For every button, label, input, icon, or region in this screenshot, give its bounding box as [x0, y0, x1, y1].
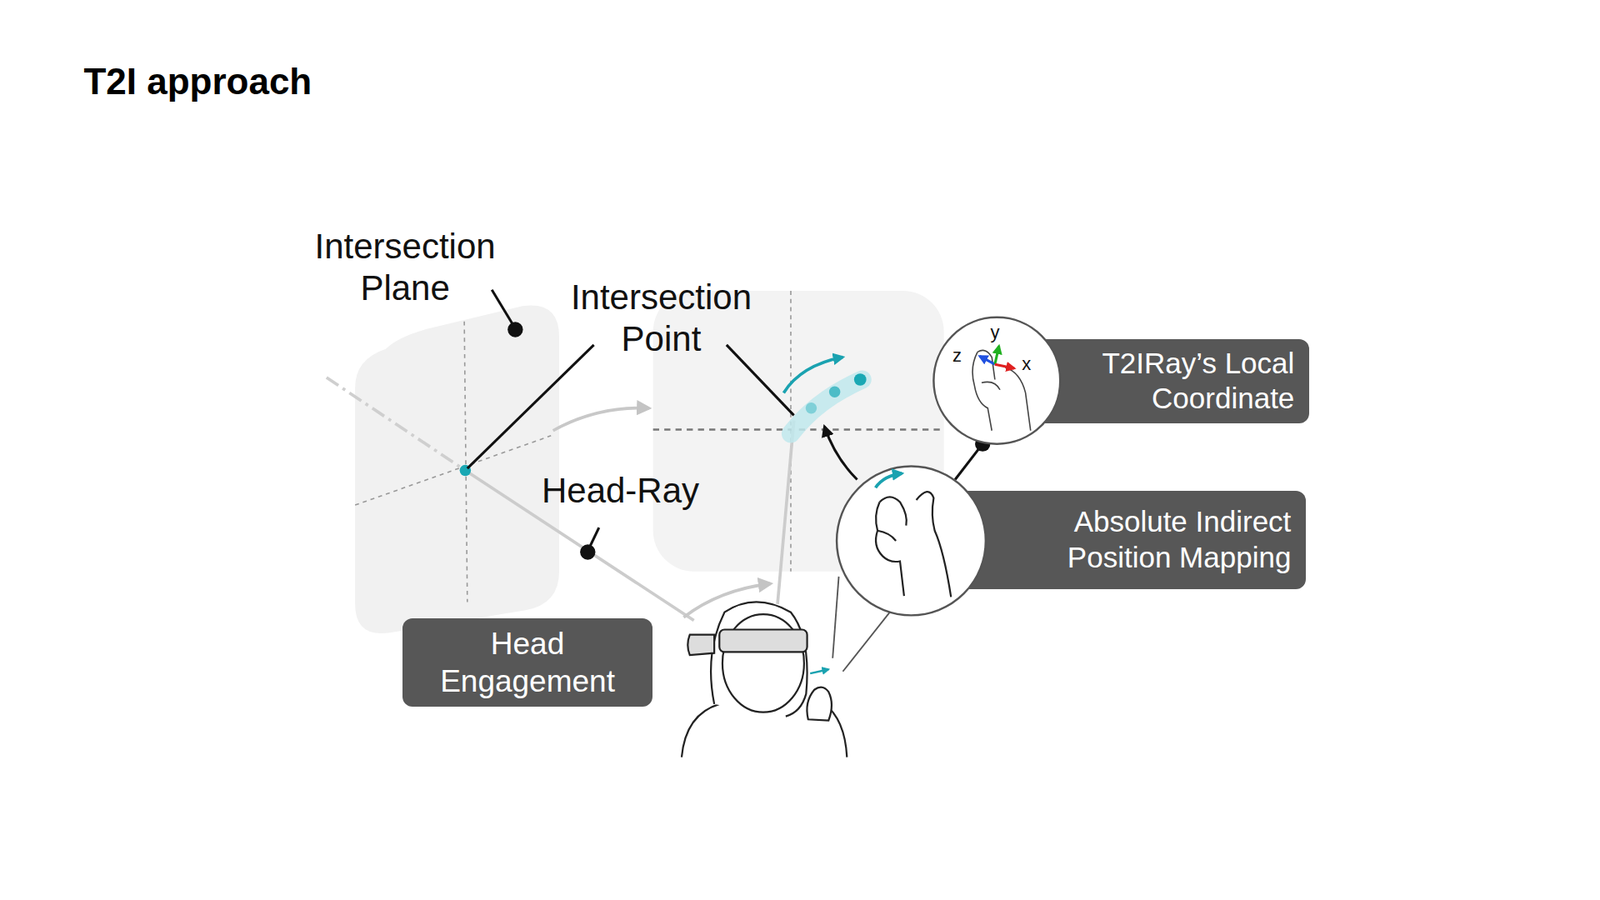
box-label: Head Engagement	[415, 625, 640, 700]
axis-label: z	[952, 345, 962, 367]
axis-label: x	[1021, 353, 1031, 375]
label-box: T2IRay’s Local Coordinate	[996, 339, 1310, 424]
box-label: T2IRay’s Local Coordinate	[1069, 345, 1295, 417]
label-box: Head Engagement	[402, 618, 653, 707]
callout-label: Head-Ray	[541, 470, 700, 512]
callout-label: Intersection Point	[540, 276, 782, 361]
label-box: Absolute Indirect Position Mapping	[910, 490, 1306, 590]
slide-title: T2I approach	[83, 60, 312, 103]
user-figure	[681, 601, 847, 757]
axis-label: y	[990, 321, 1000, 344]
box-label: Absolute Indirect Position Mapping	[999, 504, 1291, 575]
callout-label: Intersection Plane	[284, 225, 526, 310]
intersection-plane	[355, 305, 560, 634]
head-ray	[326, 377, 466, 470]
